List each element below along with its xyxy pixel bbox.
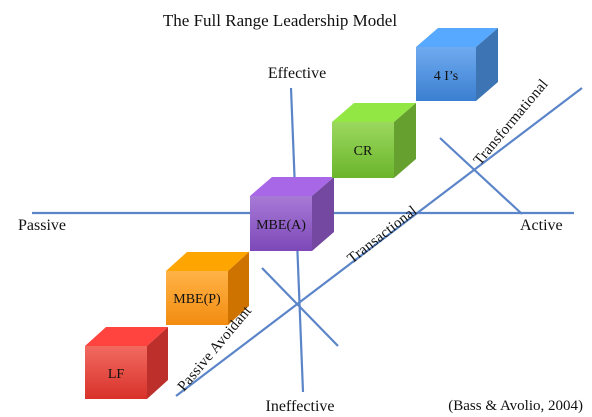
diagonal-band-line bbox=[175, 87, 583, 397]
axis-label-active: Active bbox=[520, 217, 563, 234]
cube-label: MBE(A) bbox=[256, 218, 306, 233]
cube-4is: 4 I’s bbox=[416, 28, 498, 101]
cube-side bbox=[147, 327, 168, 399]
cube-mbe-a: MBE(A) bbox=[250, 177, 334, 251]
cube-label: LF bbox=[108, 367, 125, 382]
cube-front bbox=[166, 271, 228, 325]
cube-mbe-p: MBE(P) bbox=[166, 252, 249, 325]
cube-front bbox=[85, 346, 147, 399]
cube-side bbox=[228, 252, 249, 325]
cube-top bbox=[250, 177, 334, 196]
divider-transactional-transformational bbox=[439, 137, 523, 215]
axis-label-ineffective: Ineffective bbox=[266, 398, 335, 415]
cube-label: CR bbox=[354, 144, 373, 159]
cube-front bbox=[250, 196, 312, 251]
divider-passive-transactional bbox=[261, 267, 339, 347]
cube-top bbox=[85, 327, 168, 346]
cube-top bbox=[416, 28, 498, 47]
cube-label: MBE(P) bbox=[173, 292, 221, 307]
cube-label: 4 I’s bbox=[434, 69, 459, 84]
cube-side bbox=[394, 103, 416, 178]
axis-label-effective: Effective bbox=[268, 65, 326, 82]
cube-side bbox=[312, 177, 334, 251]
citation: (Bass & Avolio, 2004) bbox=[448, 398, 583, 414]
cube-top bbox=[166, 252, 249, 271]
cube-side bbox=[476, 28, 498, 101]
axis-label-passive: Passive bbox=[18, 217, 66, 234]
diagram-title: The Full Range Leadership Model bbox=[163, 11, 397, 30]
cube-lf: LF bbox=[85, 327, 168, 399]
cube-front bbox=[416, 47, 476, 101]
cube-cr: CR bbox=[332, 103, 416, 178]
cube-front bbox=[332, 122, 394, 178]
cube-top bbox=[332, 103, 416, 122]
